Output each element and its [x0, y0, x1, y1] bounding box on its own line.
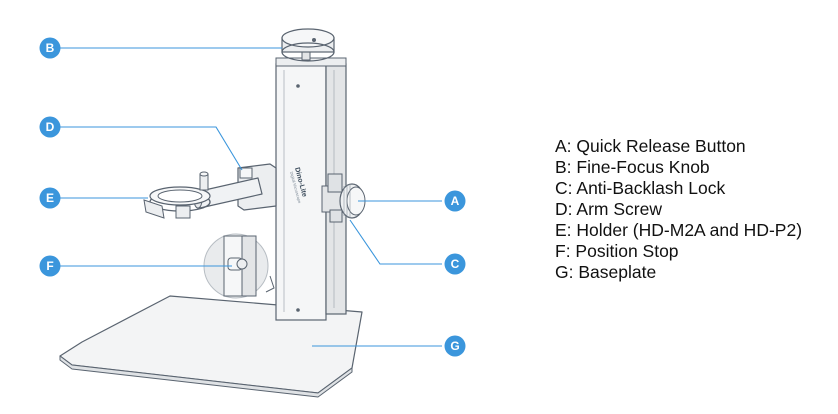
leader-line-c	[349, 219, 442, 265]
holder-shape	[143, 171, 211, 219]
callout-badge-e: E	[39, 187, 61, 209]
svg-text:B: B	[46, 41, 55, 55]
legend-item-c: C: Anti-Backlash Lock	[555, 178, 726, 198]
legend-item-f: F: Position Stop	[555, 241, 679, 261]
legend-item-e: E: Holder (HD-M2A and HD-P2)	[555, 220, 803, 240]
callout-badge-a: A	[444, 190, 466, 212]
callout-badge-d: D	[39, 116, 61, 138]
position-stop-detail	[203, 233, 275, 299]
legend-item-a: A: Quick Release Button	[555, 136, 746, 156]
svg-text:D: D	[46, 120, 55, 134]
leader-lines	[60, 47, 442, 347]
callout-badge-g: G	[444, 335, 466, 357]
callout-badge-c: C	[444, 253, 466, 275]
fine-focus-knob-shape	[281, 28, 335, 62]
legend-item-d: D: Arm Screw	[555, 199, 662, 219]
anti-backlash-lock-shape	[327, 173, 343, 223]
svg-text:G: G	[450, 339, 459, 353]
svg-text:E: E	[46, 191, 54, 205]
legend-item-b: B: Fine-Focus Knob	[555, 157, 710, 177]
svg-text:F: F	[46, 259, 53, 273]
svg-text:A: A	[451, 194, 460, 208]
callout-badges: B D E F A C G	[39, 37, 466, 357]
leader-line-d	[60, 126, 243, 171]
callout-badge-f: F	[39, 255, 61, 277]
arm-shape	[193, 163, 277, 211]
quick-release-knob-shape	[321, 183, 366, 219]
parts-legend: A: Quick Release Button B: Fine-Focus Kn…	[555, 136, 802, 283]
legend-item-g: G: Baseplate	[555, 262, 657, 282]
svg-text:C: C	[451, 257, 460, 271]
callout-badge-b: B	[39, 37, 61, 59]
